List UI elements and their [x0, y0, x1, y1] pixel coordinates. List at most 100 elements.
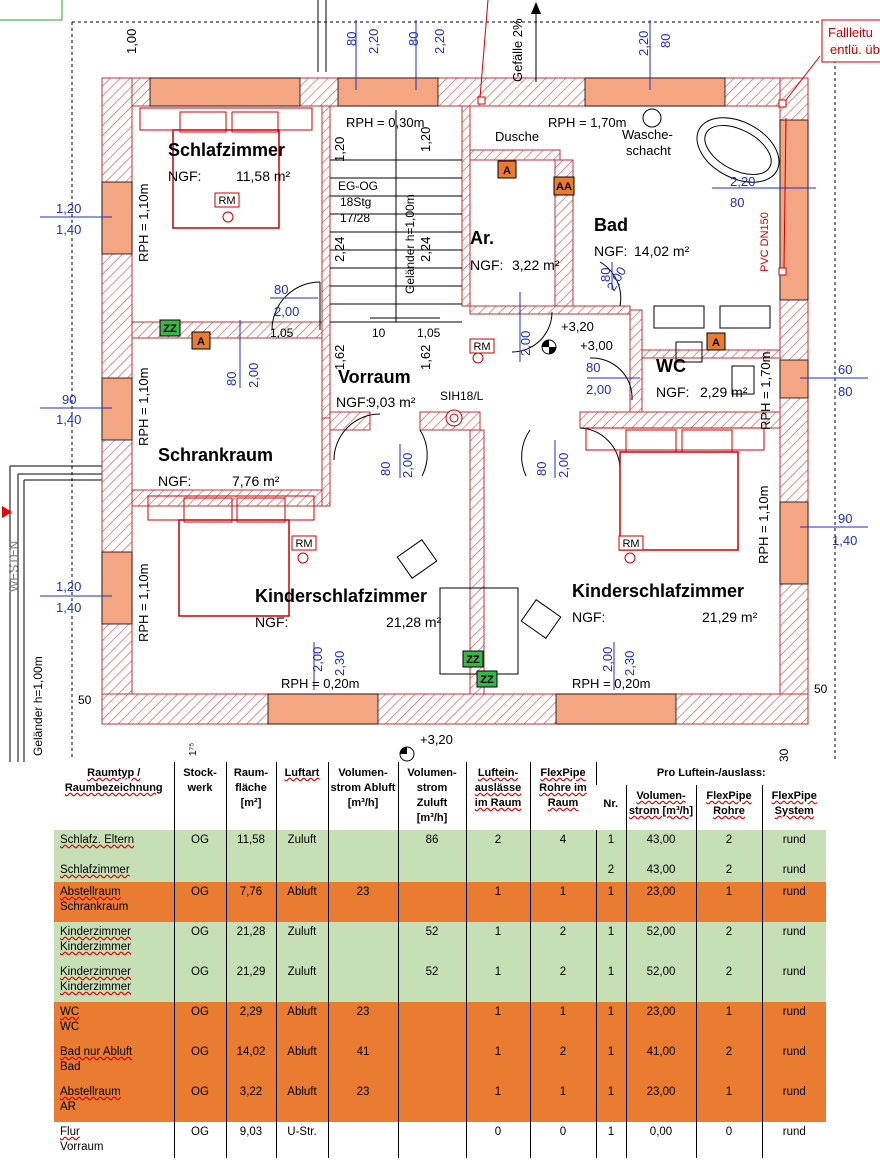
cell-fp-rohre: 0 [695, 1122, 762, 1158]
rotated-annotations: 1,00 1,20 1,20 2,24 2,24 1,62 1,62 Gelän… [7, 18, 791, 762]
cell-zuluft: 52 [397, 922, 466, 962]
cell-fp-rohre: 1 [695, 882, 762, 922]
vent-zz-3 [476, 670, 498, 688]
cell-flaeche: 2,29 [225, 1002, 276, 1042]
blue-dim: 1,40 [56, 222, 81, 237]
blue-dim: 60 [838, 362, 852, 377]
cell-stockwerk: OG [173, 1002, 226, 1042]
room-name-schlafzimmer: Schlafzimmer [168, 140, 285, 160]
ngf-label: NGF: [336, 394, 369, 410]
blue-dim: 1,40 [56, 412, 81, 427]
header-pro: Pro Luftein-/auslass: [656, 767, 766, 779]
vent-aa [553, 176, 575, 196]
ngf-label: NGF: [572, 609, 605, 625]
blue-dim: 80 [598, 268, 613, 282]
cell-volumenstrom: 41,00 [625, 1042, 696, 1082]
dim-label: 50 [78, 693, 92, 707]
cell-flexpipe: 1 [529, 1082, 596, 1122]
cell-zuluft [397, 882, 466, 922]
raum-typ: Schlafz. Eltern [60, 834, 135, 846]
cell-flexpipe: 2 [529, 922, 596, 962]
plan-annotations: RPH = 0,30m RPH = 1,70m Dusche Wasche- s… [78, 115, 828, 747]
dim-label: 30 [777, 748, 791, 762]
vent-label-a: A [503, 165, 511, 177]
blue-dim: 2,00 [274, 304, 299, 319]
raum-typ: Abstellraum [60, 886, 121, 898]
header-luftart: Luftart [284, 767, 320, 779]
cell-zuluft [397, 860, 466, 882]
cell-fp-rohre: 2 [695, 922, 762, 962]
westen-label: WESTEN [7, 541, 21, 592]
blue-dimensions: 1,20 1,40 90 1,40 1,20 1,40 2,20 80 60 8… [56, 174, 857, 615]
stair-ratio: 17/28 [340, 211, 370, 225]
blue-dim: 90 [62, 392, 76, 407]
dim-label: 1,62 [418, 345, 433, 370]
dim-label: 10 [372, 326, 386, 340]
cell-fp-rohre: 1 [695, 1082, 762, 1122]
blue-dim: 2,20 [432, 29, 447, 54]
cell-abluft [327, 1122, 398, 1158]
raum-typ: Abstellraum [60, 1086, 121, 1098]
rph-label: RPH = 0,30m [346, 115, 424, 130]
cell-nr: 1 [595, 922, 626, 962]
cell-flaeche: 21,29 [225, 962, 276, 1002]
dim-label: 1,05 [270, 326, 294, 340]
dim-label: 1,20 [418, 127, 433, 152]
fallleitung-note: Fallleitu entlü. üb [821, 19, 880, 63]
cell-fp-rohre: 2 [695, 860, 762, 882]
ngf-value-ar: 3,22 m² [512, 257, 560, 273]
cell-volumenstrom: 23,00 [625, 1082, 696, 1122]
header-abluft: Volumen-strom Abluft [m³/h] [330, 767, 396, 809]
header-auslaesse: Luftein-auslässe im Raum [474, 767, 522, 809]
cell-stockwerk: OG [173, 1122, 226, 1158]
cell-stockwerk: OG [173, 922, 226, 962]
raum-bezeichnung: Kinderzimmer [60, 941, 131, 953]
header-fp-system: FlexPipe System [771, 789, 817, 817]
cell-flexpipe: 1 [529, 882, 596, 922]
gefaelle-label: Gefälle 2% [510, 18, 525, 82]
vent-zz-2 [462, 650, 484, 668]
cell-luftart: Zuluft [275, 962, 328, 1002]
blue-dimensions-rotated: 80 2,20 80 2,20 2,20 80 80 2,00 80 2,00 … [224, 29, 673, 676]
level-label: +3,00 [580, 338, 613, 353]
leader-lines [479, 0, 821, 269]
sih-label: SIH18/L [440, 389, 484, 403]
header-flaeche: Raum-fläche [m²] [233, 767, 269, 809]
rph-label: RPH = 1,70m [548, 115, 626, 130]
ventilation-table: Raumtyp / Raumbezeichnung Stock-werk Rau… [54, 762, 826, 1158]
blue-dim: 2,00 [600, 647, 615, 672]
cell-abluft: 23 [327, 1082, 398, 1122]
rph-label: RPH = 1,10m [136, 184, 151, 262]
header-zuluft: Volumen-strom Zuluft [m³/h] [407, 767, 457, 824]
cell-volumenstrom: 23,00 [625, 1002, 696, 1042]
vent-label-zz3: ZZ [480, 674, 494, 686]
cell-abluft: 23 [327, 1002, 398, 1042]
header-flexpipe: FlexPipe Rohre im Raum [539, 767, 587, 809]
vent-label-a3: A [712, 337, 720, 349]
raum-typ: WC [60, 1006, 80, 1018]
raum-typ: Bad nur Abluft [60, 1046, 133, 1058]
blue-dim: 1,40 [56, 600, 81, 615]
cell-flexpipe: 2 [529, 962, 596, 1002]
room-name-kinder1: Kinderschlafzimmer [255, 586, 427, 606]
cell-volumenstrom: 52,00 [625, 962, 696, 1002]
blue-dim: 80 [838, 384, 852, 399]
cell-stockwerk: OG [173, 1042, 226, 1082]
cell-nr: 1 [595, 1082, 626, 1122]
blue-dim: 80 [378, 462, 393, 476]
cell-nr: 2 [595, 860, 626, 882]
vent-a-1 [497, 160, 517, 179]
cell-auslaesse: 0 [465, 1122, 530, 1158]
ngf-label: NGF: [470, 257, 503, 273]
cell-flexpipe: 1 [529, 1002, 596, 1042]
cell-auslaesse: 1 [465, 922, 530, 962]
cell-flexpipe: 4 [529, 830, 596, 860]
gelaender-label: Geländer h=1,00m [403, 194, 417, 294]
cell-nr: 1 [595, 882, 626, 922]
